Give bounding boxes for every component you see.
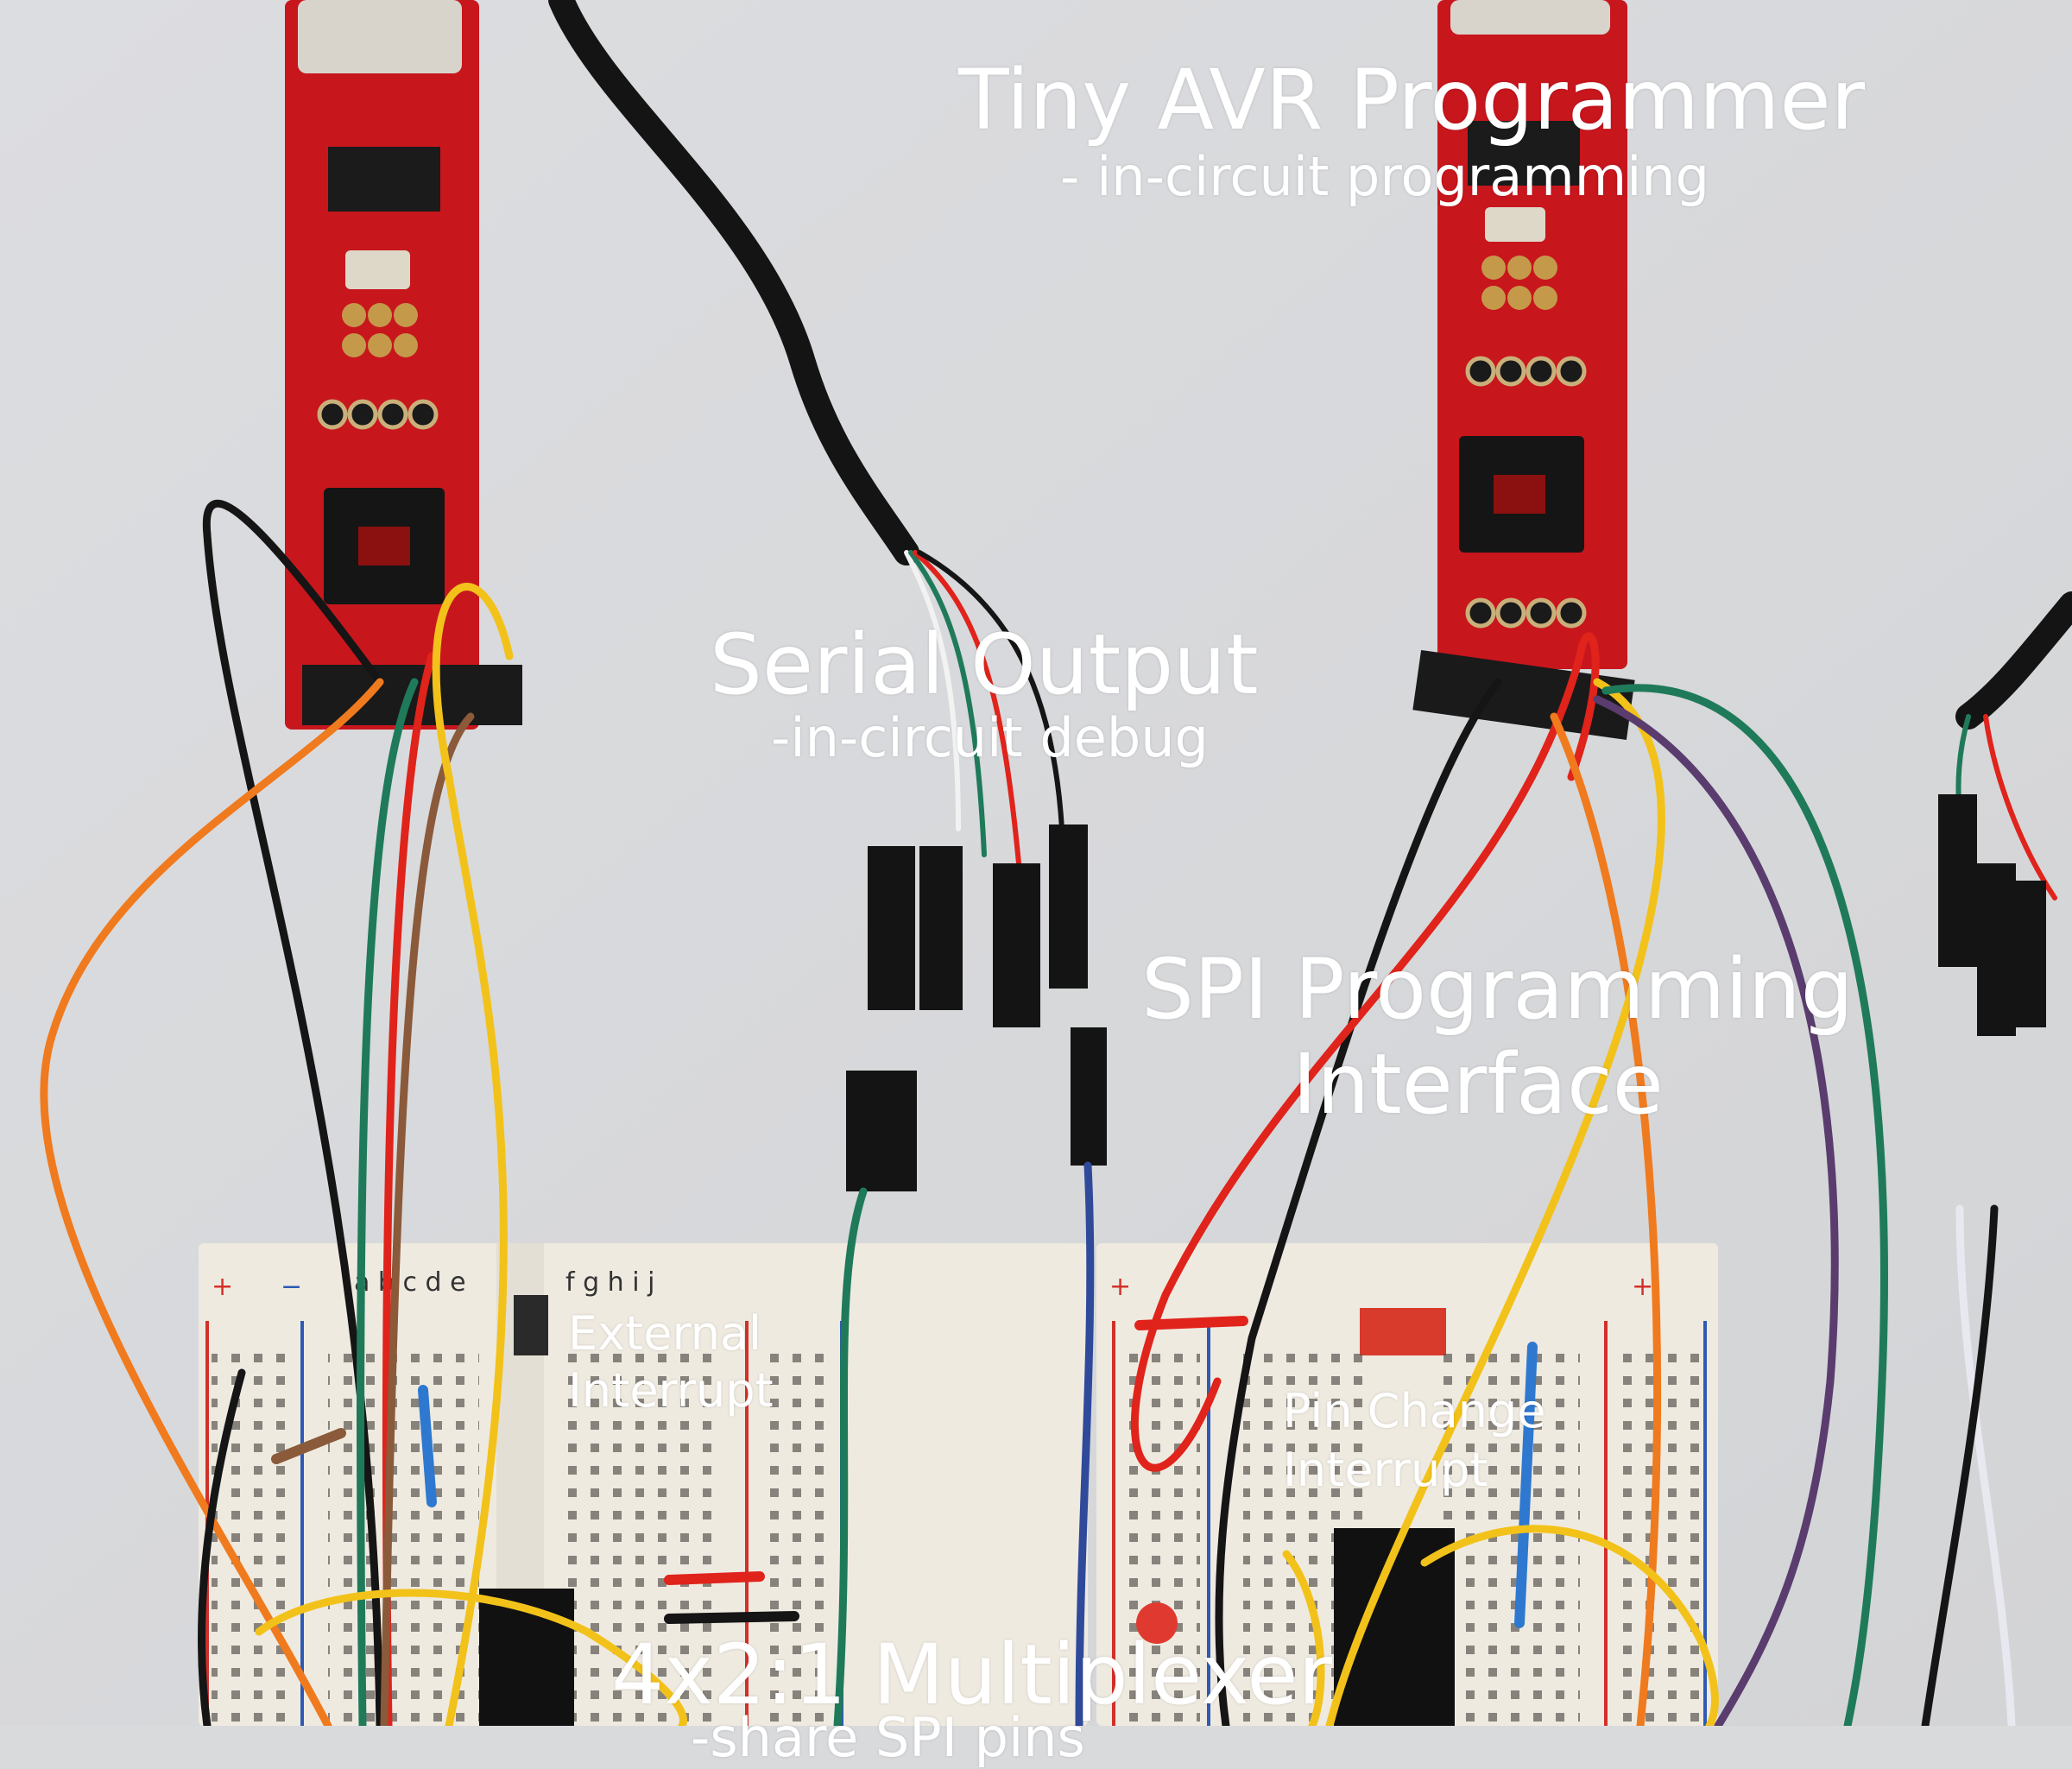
- pin-change-interrupt-line1: Pin Change: [1283, 1384, 1546, 1438]
- photo-scene: + − a b c d e f g h i j + +: [0, 0, 2072, 1726]
- right-jumper-wires: [1130, 632, 1888, 1726]
- left-plus-mark: +: [212, 1272, 233, 1302]
- left-column-letters-2: f g h i j: [565, 1267, 654, 1298]
- left-breadboard: [199, 1243, 1088, 1726]
- pin-change-interrupt-line2: Interrupt: [1283, 1443, 1488, 1497]
- external-interrupt-line2: Interrupt: [568, 1363, 774, 1418]
- external-interrupt-line1: External: [568, 1306, 762, 1361]
- tiny-avr-programmer-title: Tiny AVR Programmer: [958, 52, 1866, 148]
- spi-programming-line2: Interface: [1292, 1036, 1664, 1133]
- left-minus-mark: −: [281, 1272, 302, 1302]
- multiplexer-title: 4x2:1 Multiplexer: [611, 1627, 1332, 1723]
- right-plus-mark-2: +: [1632, 1272, 1653, 1302]
- left-column-letters: a b c d e: [354, 1267, 466, 1298]
- breadboard-marks: + − a b c d e f g h i j + +: [212, 1267, 1653, 1302]
- left-jumper-wires: [40, 499, 687, 1726]
- serial-output-subtitle: -in-circuit debug: [771, 706, 1209, 769]
- multiplexer-subtitle: -share SPI pins: [691, 1706, 1085, 1769]
- right-plus-mark: +: [1109, 1272, 1131, 1302]
- right-programmer-board: [1412, 0, 1635, 741]
- spi-programming-line1: SPI Programming: [1141, 941, 1854, 1038]
- right-side-cable: [1921, 591, 2072, 1726]
- tiny-avr-programmer-subtitle: - in-circuit programming: [1060, 145, 1709, 208]
- serial-cable: [548, 0, 1107, 1726]
- left-programmer-board: [285, 0, 522, 730]
- serial-output-title: Serial Output: [710, 616, 1259, 713]
